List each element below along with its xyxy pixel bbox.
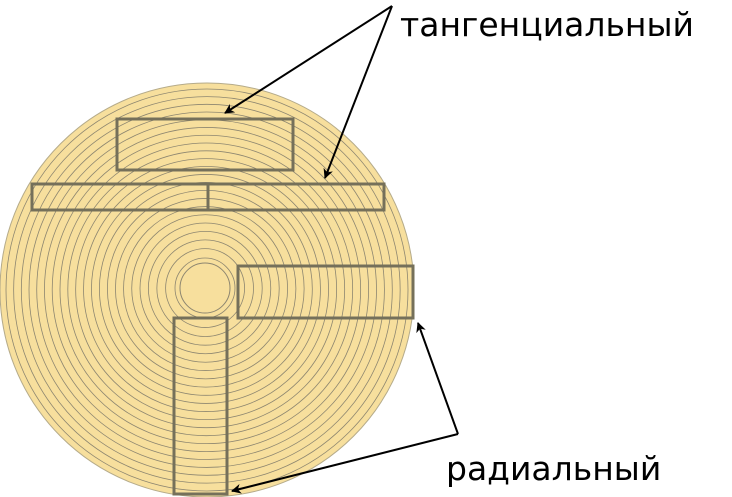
growth-ring: [28, 111, 385, 468]
radial-board-horizontal: [236, 264, 415, 320]
growth-ring: [91, 174, 321, 404]
arrow-to-radial-horizontal: [416, 322, 459, 435]
growth-ring: [67, 150, 346, 429]
growth-ring: [139, 222, 272, 355]
growth-ring: [106, 189, 305, 388]
radial-board-vertical: [172, 316, 229, 496]
growth-ring: [165, 248, 245, 328]
arrow-to-tangential-top: [224, 5, 393, 114]
growth-ring: [83, 166, 329, 412]
arrow-to-tangential-side: [323, 5, 393, 179]
growth-ring: [20, 103, 393, 476]
growth-ring: [131, 214, 280, 363]
growth-ring: [51, 134, 362, 445]
arrow-to-radial-vertical: [231, 433, 459, 494]
tangential-board-top: [115, 117, 295, 172]
radial-label: радиальный: [446, 449, 662, 488]
growth-ring: [75, 158, 338, 421]
growth-ring: [13, 96, 401, 484]
growth-ring: [59, 142, 354, 437]
growth-ring: [98, 181, 313, 396]
tangential-label: тангенциальный: [400, 5, 694, 44]
growth-ring: [115, 198, 297, 380]
growth-ring: [147, 230, 263, 346]
growth-ring: [44, 127, 369, 452]
growth-ring: [5, 88, 409, 492]
growth-ring: [123, 206, 288, 371]
pith-center: [179, 262, 231, 314]
tangential-board-right: [206, 182, 386, 212]
growth-rings: [5, 88, 409, 492]
growth-ring: [156, 239, 254, 337]
